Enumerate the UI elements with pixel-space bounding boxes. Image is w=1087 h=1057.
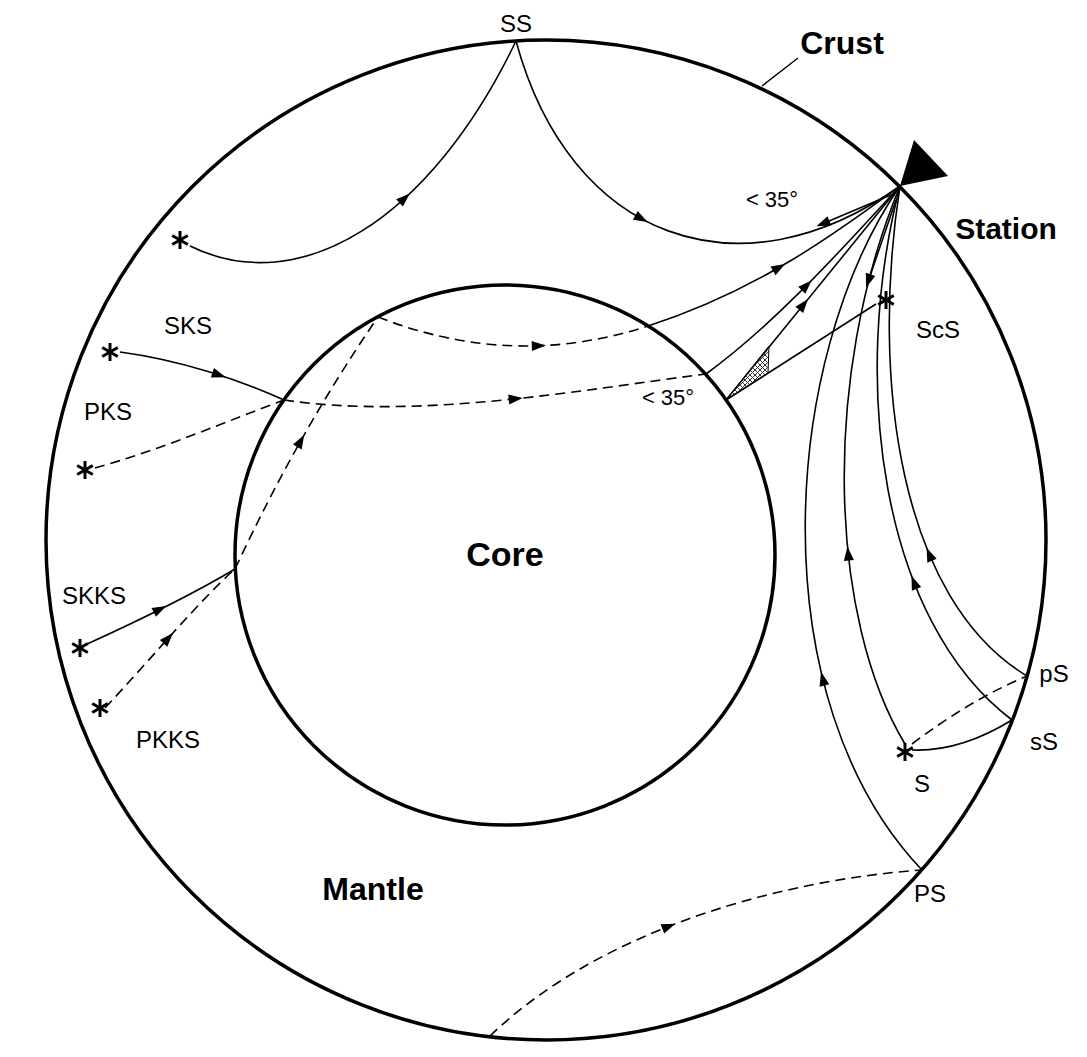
source-star [92, 699, 108, 717]
ray-path [490, 870, 922, 1036]
star-spoke [92, 704, 108, 713]
phase-label: SKKS [62, 583, 126, 609]
ray-path [912, 676, 1027, 744]
phase-label: sS [1030, 729, 1058, 755]
circle-border [235, 285, 775, 825]
arrowhead [861, 273, 875, 289]
phase-label: PS [914, 881, 946, 907]
arrowhead [152, 602, 169, 617]
arrowhead [508, 393, 523, 404]
circle-border [46, 40, 1046, 1040]
star-spoke [897, 748, 913, 757]
star-spoke [102, 348, 118, 357]
phase-label: < 35° [642, 386, 694, 410]
star-spoke [77, 466, 93, 475]
ray-path [844, 186, 905, 744]
arrowhead [160, 630, 177, 647]
ray-paths [72, 41, 1027, 1036]
ray-path [190, 41, 516, 263]
arrowhead [922, 546, 937, 563]
source-star [878, 291, 894, 309]
region-name: Mantle [322, 872, 423, 907]
star-spoke [77, 466, 93, 475]
source-star [172, 231, 188, 249]
arrowhead [795, 296, 812, 313]
ray-path [868, 200, 896, 282]
ray-path [378, 317, 648, 346]
arrowhead [396, 190, 413, 207]
ray-path [235, 317, 378, 569]
hatched-angle [726, 346, 769, 400]
ray-path [726, 186, 900, 400]
star-spoke [172, 236, 188, 245]
star-spoke [102, 348, 118, 357]
source-star [72, 639, 88, 657]
phase-label: PKKS [136, 727, 200, 753]
arrowhead [816, 671, 829, 687]
phase-label: pS [1039, 661, 1068, 687]
arrowhead [532, 340, 546, 351]
arrowhead [798, 277, 815, 294]
source-star [77, 461, 93, 479]
phase-label: ScS [916, 317, 960, 343]
ray-path [912, 720, 1012, 750]
phase-label: Station [955, 212, 1057, 245]
phase-label: SKS [164, 313, 212, 339]
star-spoke [878, 296, 894, 305]
phase-label: SS [500, 11, 532, 37]
star-spoke [878, 296, 894, 305]
star-spoke [92, 704, 108, 713]
ray-path [877, 186, 1012, 720]
arrowhead [842, 546, 853, 561]
arrowhead [293, 432, 309, 449]
core-region: Core [235, 285, 775, 825]
station-symbol [900, 140, 948, 186]
arrowhead [211, 368, 227, 382]
source-star [897, 743, 913, 761]
ray-path [706, 186, 900, 374]
earth-region: Mantle Core [46, 40, 1046, 1040]
arrowhead [661, 919, 678, 933]
phase-label: < 35° [746, 188, 798, 212]
ray-path [516, 41, 900, 243]
phase-label: PKS [84, 399, 132, 425]
arrowhead [815, 216, 832, 231]
region-name: Core [466, 536, 543, 573]
star-spoke [172, 236, 188, 245]
phase-label: S [914, 771, 930, 797]
leader-line [762, 58, 798, 86]
ray-path [805, 186, 922, 870]
circle-outline [46, 40, 1046, 1040]
star-spoke [897, 748, 913, 757]
ray-path [120, 352, 284, 400]
star-spoke [72, 644, 88, 653]
arrowhead [633, 211, 650, 226]
arrowhead [907, 574, 921, 591]
star-spoke [72, 644, 88, 653]
source-star [102, 343, 118, 361]
phase-label: Crust [800, 26, 884, 61]
arrowhead [771, 260, 788, 276]
ray-path [822, 194, 893, 224]
